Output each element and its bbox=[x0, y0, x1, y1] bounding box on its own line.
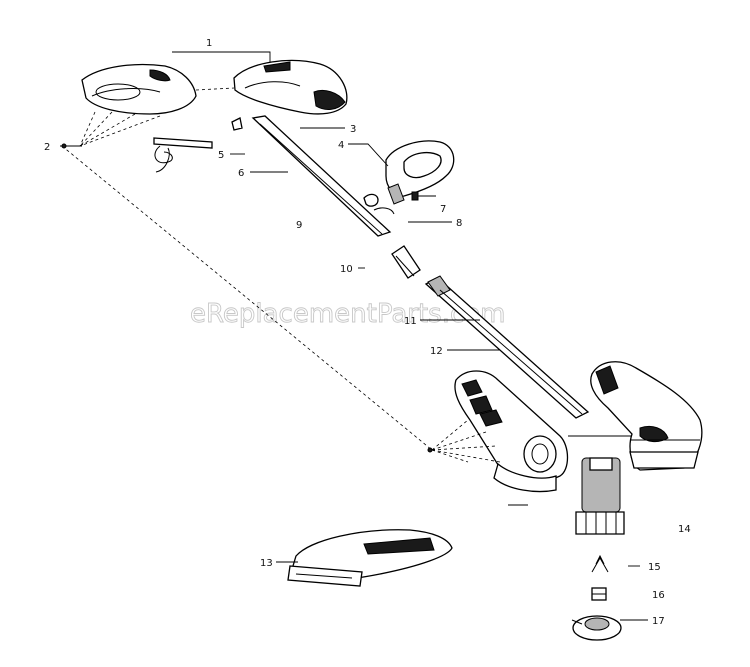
bolt-part-7 bbox=[411, 191, 436, 201]
screw-line-b bbox=[79, 111, 113, 147]
callout-14: 14 bbox=[678, 524, 691, 535]
screw-part-2 bbox=[60, 143, 82, 149]
motor-screw-line-b bbox=[431, 431, 487, 451]
callout-7: 7 bbox=[440, 204, 446, 215]
motor-screw-line-c bbox=[431, 445, 497, 451]
spool-part-16 bbox=[591, 587, 607, 601]
callout-1: 1 bbox=[206, 38, 212, 49]
callout-17: 17 bbox=[652, 616, 665, 627]
motor-screw-line-e bbox=[431, 449, 469, 463]
callout-4-leader bbox=[348, 143, 389, 167]
clip-part-3 bbox=[231, 117, 243, 131]
lower-shaft-tube-part-11 bbox=[424, 275, 590, 419]
screw-line-c bbox=[79, 113, 136, 147]
callout-13: 13 bbox=[260, 558, 273, 569]
guard-part-13 bbox=[287, 529, 453, 587]
motor-housing-right bbox=[590, 361, 703, 471]
callout-9: 9 bbox=[296, 220, 302, 231]
motor-part-14 bbox=[575, 457, 625, 535]
spool-cap-part-17 bbox=[571, 615, 622, 641]
callout-8: 8 bbox=[456, 218, 462, 229]
upper-shaft-tube-part-6 bbox=[251, 115, 392, 237]
upper-handle-housing-left bbox=[81, 63, 197, 115]
callout-6: 6 bbox=[238, 168, 244, 179]
callout-1-leader bbox=[172, 51, 271, 62]
callout-3: 3 bbox=[350, 124, 356, 135]
screw-line-a bbox=[79, 111, 96, 147]
motor-housing-left-part-12 bbox=[454, 370, 569, 493]
callout-2: 2 bbox=[44, 142, 50, 153]
guide-line-long bbox=[61, 145, 433, 451]
upper-handle-housing-right bbox=[233, 59, 348, 115]
motor-screw bbox=[427, 447, 433, 453]
callout-16: 16 bbox=[652, 590, 665, 601]
callout-5: 5 bbox=[218, 150, 224, 161]
callout-12: 12 bbox=[430, 346, 443, 357]
callout-4: 4 bbox=[338, 140, 344, 151]
spring-part-15 bbox=[591, 554, 609, 573]
knob-part-8 bbox=[363, 193, 395, 215]
auxiliary-handle-part-4 bbox=[385, 140, 455, 205]
switch-wire-part-5 bbox=[153, 137, 213, 173]
callout-11: 11 bbox=[404, 316, 417, 327]
coupler-part-10 bbox=[391, 245, 421, 279]
callout-15: 15 bbox=[648, 562, 661, 573]
housing-connector bbox=[195, 87, 235, 91]
screw-line-d bbox=[79, 115, 161, 147]
motor-screw-line-a bbox=[431, 419, 469, 451]
callout-10: 10 bbox=[340, 264, 353, 275]
